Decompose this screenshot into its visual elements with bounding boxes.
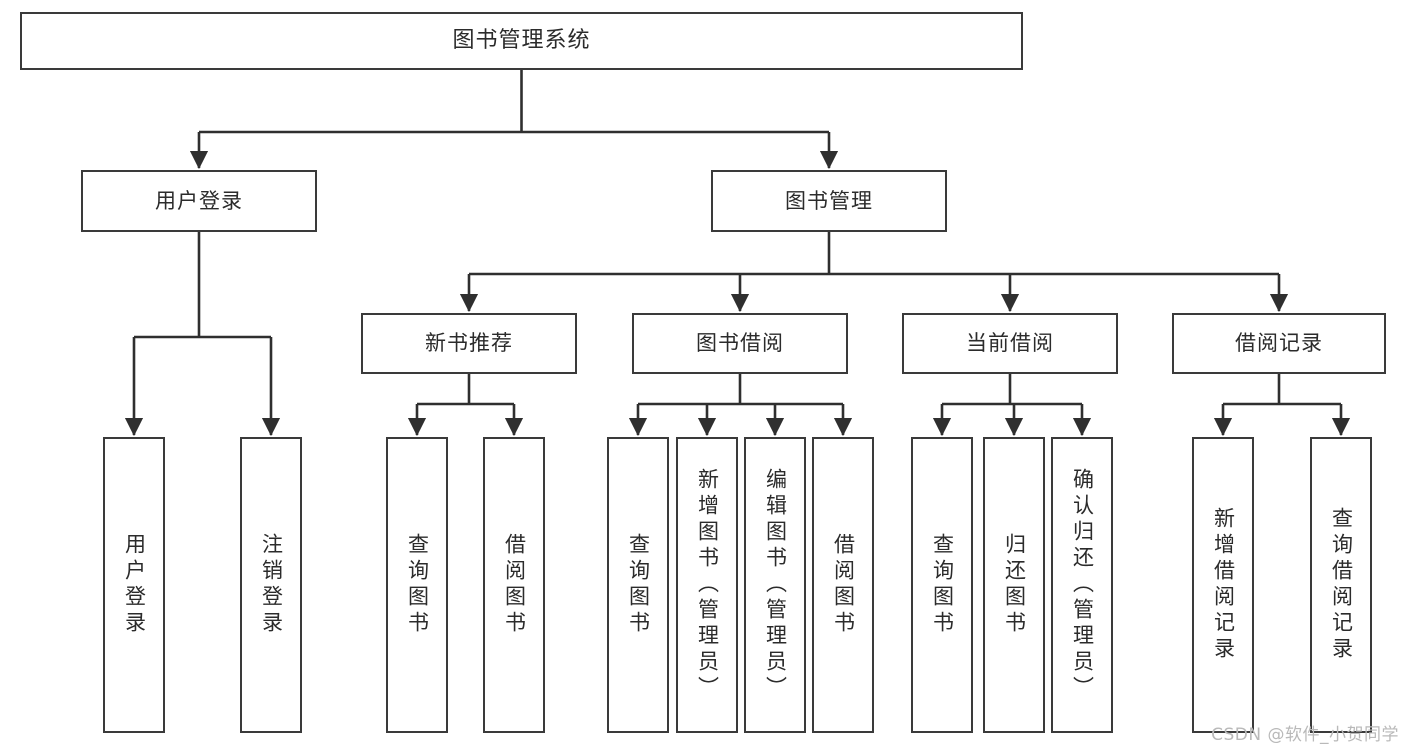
leaf-add-record-label: 新增借阅记录 (1211, 507, 1236, 663)
leaf-add-record[interactable]: 新增借阅记录 (1192, 437, 1254, 733)
leaf-logout-label: 注销登录 (259, 533, 284, 637)
node-user-login-label: 用户登录 (155, 188, 243, 213)
node-book-borrow[interactable]: 图书借阅 (632, 313, 848, 374)
node-book-borrow-label: 图书借阅 (696, 331, 784, 356)
leaf-confirm-return[interactable]: 确认归还（管理员） (1051, 437, 1113, 733)
leaf-query-record[interactable]: 查询借阅记录 (1310, 437, 1372, 733)
leaf-confirm-return-label: 确认归还（管理员） (1070, 468, 1095, 702)
leaf-query-book-2-label: 查询图书 (626, 533, 651, 637)
leaf-edit-book-label: 编辑图书（管理员） (763, 468, 788, 702)
leaf-query-record-label: 查询借阅记录 (1329, 507, 1354, 663)
node-new-book-rec[interactable]: 新书推荐 (361, 313, 577, 374)
leaf-borrow-book-1-label: 借阅图书 (502, 533, 527, 637)
node-borrow-record[interactable]: 借阅记录 (1172, 313, 1386, 374)
node-user-login[interactable]: 用户登录 (81, 170, 317, 232)
leaf-query-book-1[interactable]: 查询图书 (386, 437, 448, 733)
leaf-borrow-book-1[interactable]: 借阅图书 (483, 437, 545, 733)
leaf-return-book-label: 归还图书 (1002, 533, 1027, 637)
node-new-book-rec-label: 新书推荐 (425, 331, 513, 356)
node-current-borrow-label: 当前借阅 (966, 331, 1054, 356)
node-book-manage[interactable]: 图书管理 (711, 170, 947, 232)
leaf-user-login[interactable]: 用户登录 (103, 437, 165, 733)
node-borrow-record-label: 借阅记录 (1235, 331, 1323, 356)
leaf-query-book-3[interactable]: 查询图书 (911, 437, 973, 733)
leaf-query-book-1-label: 查询图书 (405, 533, 430, 637)
leaf-borrow-book-2[interactable]: 借阅图书 (812, 437, 874, 733)
leaf-borrow-book-2-label: 借阅图书 (831, 533, 856, 637)
leaf-user-login-label: 用户登录 (122, 533, 147, 637)
leaf-query-book-2[interactable]: 查询图书 (607, 437, 669, 733)
leaf-edit-book[interactable]: 编辑图书（管理员） (744, 437, 806, 733)
leaf-query-book-3-label: 查询图书 (930, 533, 955, 637)
node-root-label: 图书管理系统 (452, 28, 591, 54)
leaf-logout[interactable]: 注销登录 (240, 437, 302, 733)
node-root[interactable]: 图书管理系统 (20, 12, 1023, 70)
leaf-add-book[interactable]: 新增图书（管理员） (676, 437, 738, 733)
node-book-manage-label: 图书管理 (785, 188, 873, 213)
leaf-return-book[interactable]: 归还图书 (983, 437, 1045, 733)
leaf-add-book-label: 新增图书（管理员） (695, 468, 720, 702)
node-current-borrow[interactable]: 当前借阅 (902, 313, 1118, 374)
